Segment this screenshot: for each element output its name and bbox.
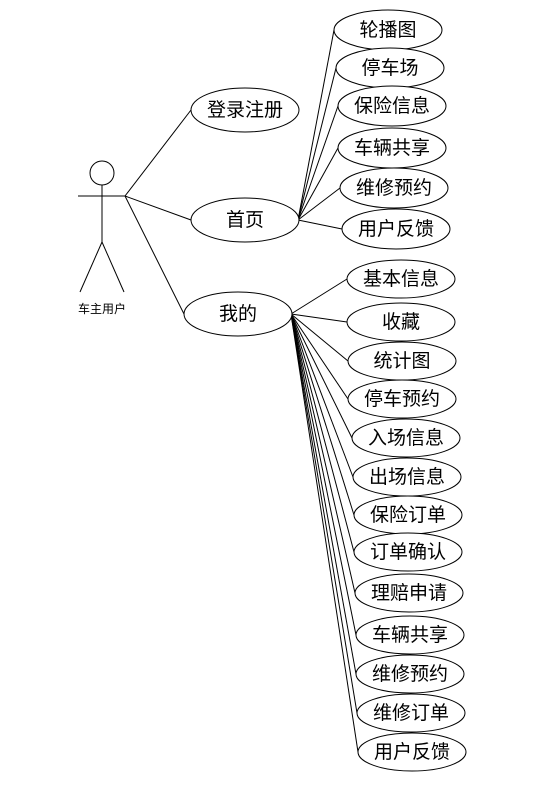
- use-case-label: 基本信息: [363, 268, 439, 290]
- use-case-ellipse: [357, 732, 467, 772]
- use-case-ellipse: [339, 167, 449, 209]
- edge-actor-home: [124, 195, 192, 221]
- use-case-order-confirm: 订单确认: [353, 532, 463, 572]
- use-case-carousel: 轮播图: [333, 9, 443, 51]
- use-case-entry-info: 入场信息: [351, 418, 461, 458]
- use-case-repair-booking-mine: 维修预约: [355, 654, 465, 694]
- use-case-repair-booking: 维修预约: [339, 167, 449, 209]
- use-case-label: 登录注册: [207, 99, 283, 121]
- use-case-ellipse: [353, 532, 463, 572]
- use-case-ellipse: [356, 693, 466, 733]
- actor-car-owner: 车主用户: [78, 160, 126, 316]
- use-case-label: 统计图: [373, 350, 430, 372]
- use-case-label: 车辆共享: [372, 624, 448, 646]
- use-case-statistics-chart: 统计图: [347, 341, 457, 381]
- use-case-ellipse: [355, 654, 465, 694]
- use-case-insurance-order: 保险订单: [353, 495, 463, 535]
- use-case-ellipse: [337, 85, 447, 127]
- use-case-label: 停车场: [361, 57, 418, 79]
- use-case-label: 停车预约: [364, 388, 440, 410]
- edges: [124, 29, 359, 753]
- use-case-label: 维修订单: [373, 702, 449, 724]
- edge-mine-basic-info: [290, 278, 348, 315]
- actor-label: 车主用户: [78, 301, 126, 316]
- use-case-home: 首页: [190, 197, 300, 243]
- use-case-ellipse: [190, 197, 300, 243]
- edge-mine-car-sharing-mine: [290, 313, 357, 636]
- use-case-label: 维修预约: [356, 177, 432, 199]
- edge-mine-exit-info: [290, 313, 354, 478]
- use-case-ellipse: [183, 291, 293, 337]
- use-case-label: 保险订单: [370, 504, 446, 526]
- edge-mine-user-feedback-mine: [290, 313, 359, 753]
- use-case-car-sharing: 车辆共享: [337, 127, 447, 169]
- use-case-label: 首页: [226, 209, 264, 231]
- use-case-ellipse: [346, 302, 456, 342]
- edge-home-car-sharing: [297, 147, 339, 221]
- use-case-basic-info: 基本信息: [346, 259, 456, 299]
- edge-home-user-feedback: [297, 219, 343, 230]
- use-case-parking-booking: 停车预约: [347, 379, 457, 419]
- edge-home-insurance-info: [297, 105, 339, 221]
- use-case-ellipse: [341, 208, 451, 250]
- use-case-insurance-info: 保险信息: [337, 85, 447, 127]
- use-case-label: 轮播图: [359, 19, 416, 41]
- use-case-ellipse: [347, 379, 457, 419]
- use-case-label: 收藏: [382, 311, 420, 333]
- actor-head: [89, 160, 115, 186]
- nodes: 登录注册首页我的轮播图停车场保险信息车辆共享维修预约用户反馈基本信息收藏统计图停…: [183, 9, 467, 772]
- edge-actor-login: [124, 109, 192, 197]
- edge-mine-statistics-chart: [290, 313, 349, 362]
- use-case-label: 车辆共享: [354, 137, 430, 159]
- actor-left-leg: [79, 241, 103, 293]
- use-case-ellipse: [190, 87, 300, 133]
- edge-mine-entry-info: [290, 313, 353, 439]
- edge-home-parking-lot: [297, 67, 337, 221]
- use-case-label: 出场信息: [369, 466, 445, 488]
- use-case-favorites: 收藏: [346, 302, 456, 342]
- use-case-label: 订单确认: [370, 541, 446, 563]
- edge-mine-order-confirm: [290, 313, 355, 553]
- edge-home-carousel: [297, 29, 335, 221]
- edge-mine-claim-application: [290, 313, 356, 594]
- use-case-label: 维修预约: [372, 663, 448, 685]
- use-case-user-feedback-mine: 用户反馈: [357, 732, 467, 772]
- use-case-user-feedback: 用户反馈: [341, 208, 451, 250]
- use-case-ellipse: [355, 615, 465, 655]
- actor-right-leg: [101, 241, 125, 293]
- use-case-label: 保险信息: [354, 95, 430, 117]
- use-case-login: 登录注册: [190, 87, 300, 133]
- use-case-car-sharing-mine: 车辆共享: [355, 615, 465, 655]
- edge-mine-repair-booking-mine: [290, 313, 357, 675]
- use-case-ellipse: [351, 418, 461, 458]
- use-case-claim-application: 理赔申请: [354, 573, 464, 613]
- use-case-ellipse: [346, 259, 456, 299]
- edge-home-repair-booking: [297, 187, 341, 221]
- use-case-label: 我的: [219, 303, 257, 325]
- use-case-repair-order: 维修订单: [356, 693, 466, 733]
- edge-mine-insurance-order: [290, 313, 355, 516]
- use-case-ellipse: [354, 573, 464, 613]
- use-case-mine: 我的: [183, 291, 293, 337]
- use-case-label: 入场信息: [368, 427, 444, 449]
- use-case-parking-lot: 停车场: [335, 47, 445, 89]
- edge-mine-repair-order: [290, 313, 358, 714]
- edge-actor-mine: [124, 195, 185, 315]
- use-case-label: 用户反馈: [358, 218, 434, 240]
- edge-mine-favorites: [290, 313, 348, 323]
- use-case-label: 理赔申请: [371, 582, 447, 604]
- use-case-exit-info: 出场信息: [352, 457, 462, 497]
- use-case-label: 用户反馈: [374, 741, 450, 763]
- edge-mine-parking-booking: [290, 313, 349, 400]
